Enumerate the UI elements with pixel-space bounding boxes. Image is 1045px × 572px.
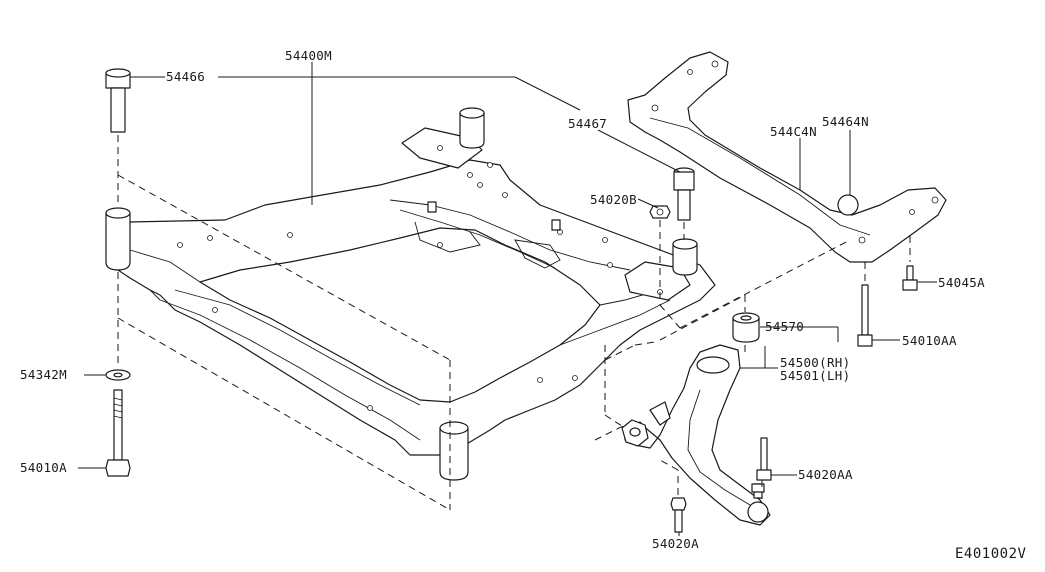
bolt-54010AA xyxy=(857,284,873,347)
label-54020B: 54020B xyxy=(590,192,637,207)
bolt-54466 xyxy=(105,68,131,133)
label-54464N: 54464N xyxy=(822,114,869,129)
washer-54342M xyxy=(105,369,131,381)
nut-54020B xyxy=(649,205,671,219)
lower-control-arm xyxy=(621,344,771,526)
leader-lines xyxy=(78,62,937,536)
label-54466: 54466 xyxy=(166,69,205,84)
label-544C4N: 544C4N xyxy=(770,124,817,139)
assembly-dashed-lines xyxy=(117,135,911,511)
label-54020AA: 54020AA xyxy=(798,467,853,482)
label-54010AA: 54010AA xyxy=(902,333,957,348)
bolt-54020AA xyxy=(756,437,772,481)
label-54342M: 54342M xyxy=(20,367,67,382)
label-54010A: 54010A xyxy=(20,460,67,475)
label-54045A: 54045A xyxy=(938,275,985,290)
diagram-code: E401002V xyxy=(955,546,1027,562)
label-54020A: 54020A xyxy=(652,536,699,551)
bolt-54010A xyxy=(105,389,131,477)
label-54467: 54467 xyxy=(568,116,607,131)
front-suspension-member xyxy=(114,127,716,456)
label-54400M: 54400M xyxy=(285,48,332,63)
bolt-54020A xyxy=(670,497,687,533)
label-54501: 54501(LH) xyxy=(780,368,850,383)
bolt-54045A xyxy=(902,265,918,291)
subframe-mount-bushings xyxy=(105,107,698,481)
stopper-54464N xyxy=(837,194,859,216)
label-54500: 54500(RH) xyxy=(780,355,850,370)
bolt-54467 xyxy=(673,167,695,221)
subframe-holes xyxy=(177,145,663,411)
label-54570: 54570 xyxy=(765,319,804,334)
part-labels: 54400M 54466 54467 544C4N 54464N 54020B … xyxy=(20,48,1027,562)
bushing-54570 xyxy=(732,312,760,343)
rear-crossmember xyxy=(627,51,947,263)
